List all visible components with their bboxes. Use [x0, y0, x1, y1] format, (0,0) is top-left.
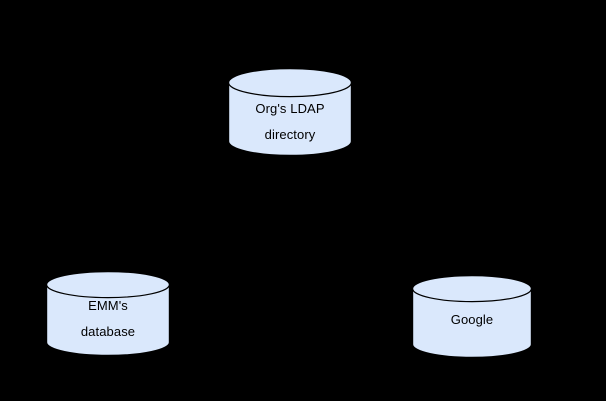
cylinder-shape	[411, 274, 533, 358]
cylinder-shape	[45, 270, 171, 356]
cylinder-top-ellipse	[227, 68, 353, 98]
google-cylinder[interactable]: Google	[411, 274, 533, 358]
cylinder-top-ellipse	[45, 271, 171, 299]
cylinder-shape	[227, 67, 353, 156]
cylinder-top-ellipse	[411, 275, 533, 303]
